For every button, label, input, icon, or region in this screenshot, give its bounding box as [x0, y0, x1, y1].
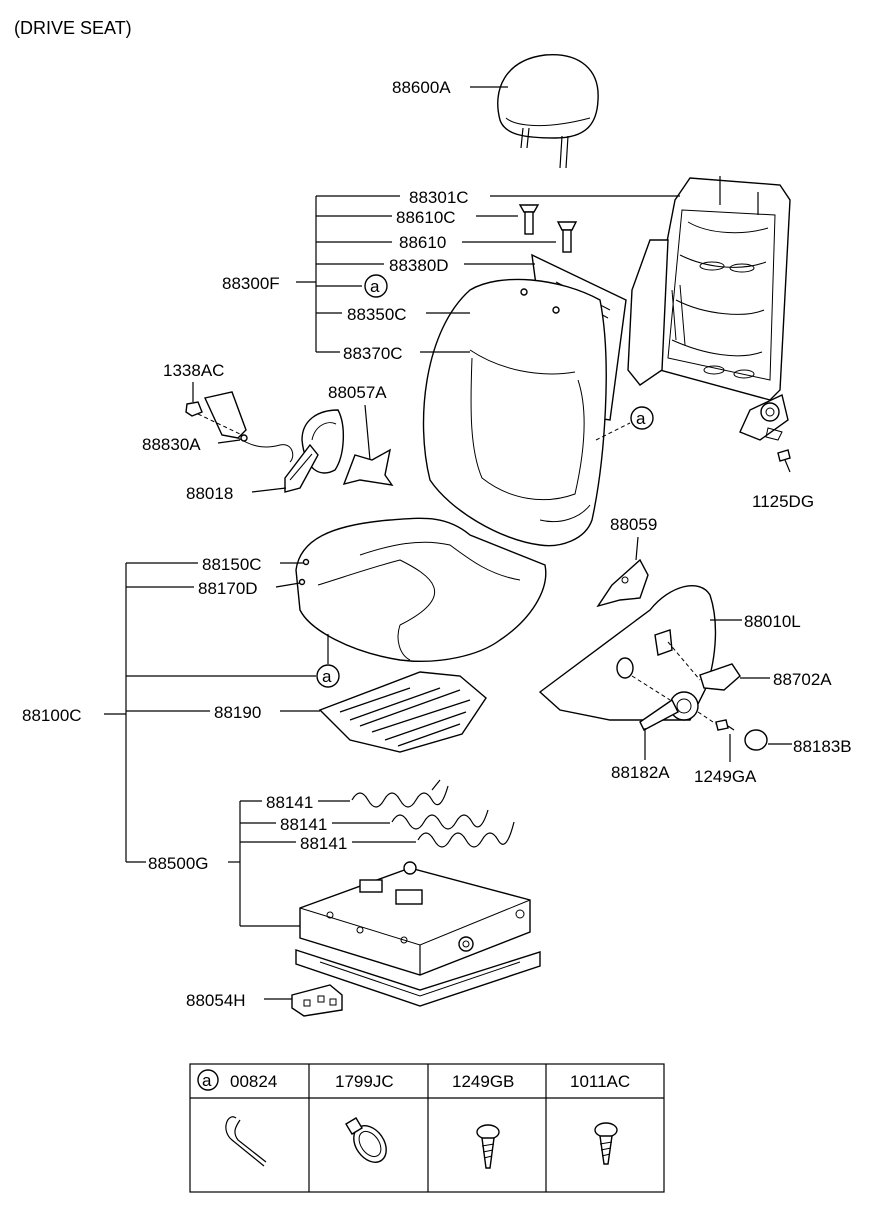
- band-clip-1799JC-icon: [345, 1117, 387, 1163]
- label-88350C: 88350C: [347, 305, 407, 324]
- label-88150C: 88150C: [202, 555, 262, 574]
- headrest-guide-88610: [556, 221, 578, 253]
- svg-text:a: a: [202, 1071, 212, 1090]
- label-88830A: 88830A: [142, 435, 201, 454]
- bracket-88057A: [342, 448, 394, 486]
- screw-1249GA: [715, 719, 735, 731]
- label-88054H: 88054H: [186, 991, 246, 1010]
- seat-pad-88190: [318, 671, 487, 753]
- label-88380D: 88380D: [389, 256, 449, 275]
- label-88370C: 88370C: [343, 344, 403, 363]
- svg-text:a: a: [370, 277, 380, 296]
- label-88610C: 88610C: [396, 208, 456, 227]
- seat-cushion: [295, 517, 547, 662]
- ref-marker-a-1: a: [364, 274, 388, 298]
- label-1125DG: 1125DG: [752, 492, 814, 511]
- bracket-88100C: [104, 562, 316, 863]
- cap-88183B: [744, 729, 768, 751]
- knob-88702A: [699, 663, 741, 691]
- label-88702A: 88702A: [773, 670, 832, 689]
- ref-marker-a-3: a: [316, 664, 340, 688]
- clip-00824-icon: [225, 1116, 267, 1167]
- spring-88141-3: [417, 821, 515, 848]
- pad-pattern: [339, 687, 471, 747]
- seat-back-cushion: [422, 278, 607, 547]
- label-88300F: 88300F: [222, 274, 280, 293]
- side-cover-88018: [284, 409, 345, 493]
- label-88600A: 88600A: [392, 78, 451, 97]
- label-88170D: 88170D: [198, 579, 258, 598]
- screw-1249GB-icon: [476, 1124, 500, 1169]
- headrest-guide-88610C: [518, 204, 540, 235]
- label-88141-2: 88141: [280, 815, 327, 834]
- label-88182A: 88182A: [611, 763, 670, 782]
- svg-text:a: a: [636, 409, 646, 428]
- label-88141-3: 88141: [300, 834, 347, 853]
- label-88190: 88190: [214, 703, 261, 722]
- label-88059: 88059: [610, 515, 657, 534]
- label-88500G: 88500G: [148, 854, 209, 873]
- nut-1338AC: [185, 401, 203, 417]
- legend-table: a 00824 1799JC 1249GB 1011AC: [189, 1063, 665, 1193]
- legend-header-1799JC: 1799JC: [335, 1072, 394, 1091]
- screw-1011AC-icon: [594, 1122, 618, 1165]
- seat-back-frame: [627, 176, 791, 441]
- label-88141-1: 88141: [266, 793, 313, 812]
- legend-header-1249GB: 1249GB: [452, 1072, 514, 1091]
- bracket-88059: [596, 558, 649, 608]
- label-88301C: 88301C: [409, 188, 469, 207]
- spring-88141-1: [351, 779, 449, 808]
- svg-text:a: a: [322, 667, 332, 686]
- headrest: [497, 54, 599, 169]
- bracket-88300F: [296, 195, 400, 353]
- label-88010L: 88010L: [744, 612, 801, 631]
- spring-88141-2: [391, 809, 489, 830]
- bracket-88500G: [228, 800, 300, 927]
- label-1338AC: 1338AC: [163, 361, 224, 380]
- belt-buckle-88830A: [204, 391, 294, 463]
- lever-88182A: [639, 691, 699, 731]
- bolt-1125DG: [777, 449, 791, 473]
- label-88100C: 88100C: [22, 706, 82, 725]
- legend-header-1011AC: 1011AC: [570, 1072, 630, 1091]
- ref-marker-a-2: a: [630, 406, 654, 430]
- label-88610: 88610: [399, 233, 446, 252]
- label-88018: 88018: [186, 484, 233, 503]
- bracket-88054H: [291, 984, 343, 1017]
- legend-marker-a: a: [197, 1069, 219, 1091]
- label-88057A: 88057A: [328, 383, 387, 402]
- diagram-title: (DRIVE SEAT): [14, 18, 132, 38]
- label-1249GA: 1249GA: [694, 767, 757, 786]
- legend-header-00824: 00824: [230, 1072, 277, 1091]
- side-shield-88010L: [538, 585, 717, 721]
- seat-track-assembly: [295, 861, 541, 1007]
- label-88183B: 88183B: [793, 737, 852, 756]
